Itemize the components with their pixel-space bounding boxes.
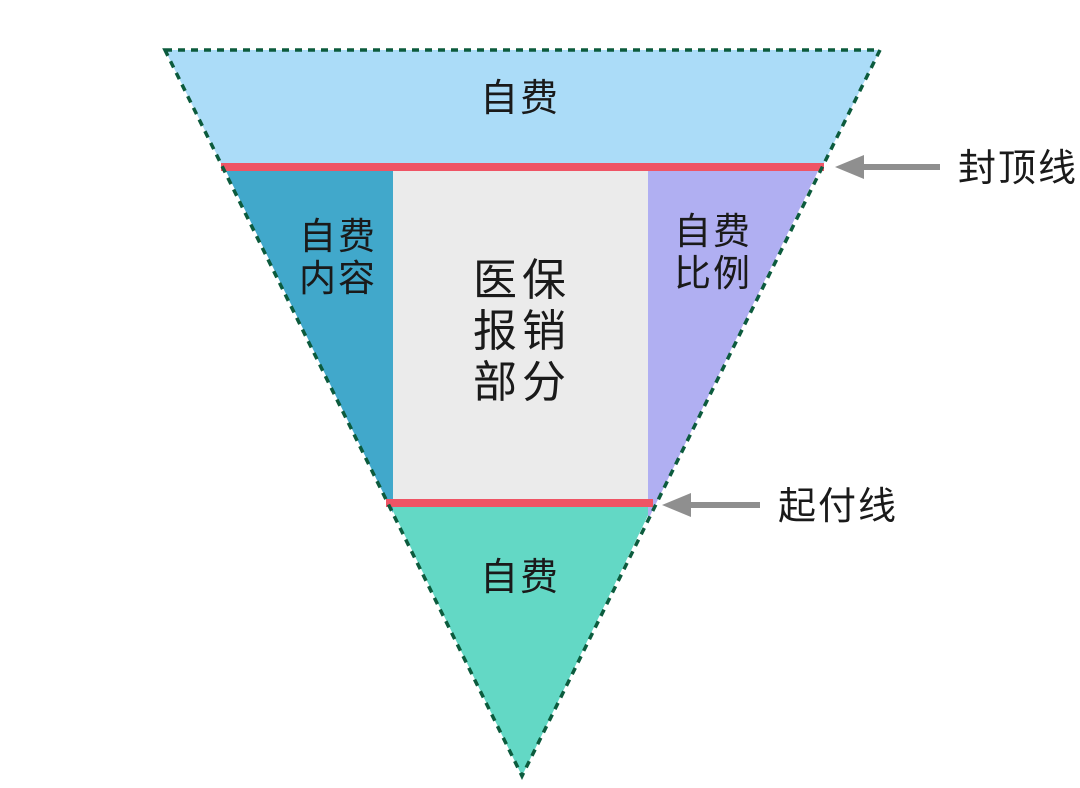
- deductible-line-arrowhead-icon: [662, 493, 691, 517]
- center-section-label-line1: 医保: [473, 256, 571, 305]
- center-section-label-line3: 部分: [473, 358, 571, 407]
- insurance-reimbursement-section: [393, 167, 648, 503]
- top-section-label: 自费: [480, 78, 560, 120]
- right-section-label-line2: 比例: [674, 253, 752, 294]
- bottom-self-pay-section: [389, 503, 654, 776]
- cap-line-arrow: [835, 155, 940, 179]
- cap-line-label: 封顶线: [958, 148, 1078, 190]
- bottom-section-label: 自费: [480, 557, 560, 599]
- left-section-label-line2: 内容: [299, 258, 377, 299]
- center-section-label-line2: 报销: [473, 307, 571, 356]
- cap-line-arrowhead-icon: [835, 155, 864, 179]
- triangle-border: [162, 48, 883, 780]
- deductible-line-label: 起付线: [778, 486, 898, 528]
- left-section-label-line1: 自费: [299, 216, 377, 257]
- deductible-line-arrow: [662, 493, 760, 517]
- right-section-label-line1: 自费: [674, 211, 752, 252]
- top-self-pay-section: [165, 50, 880, 167]
